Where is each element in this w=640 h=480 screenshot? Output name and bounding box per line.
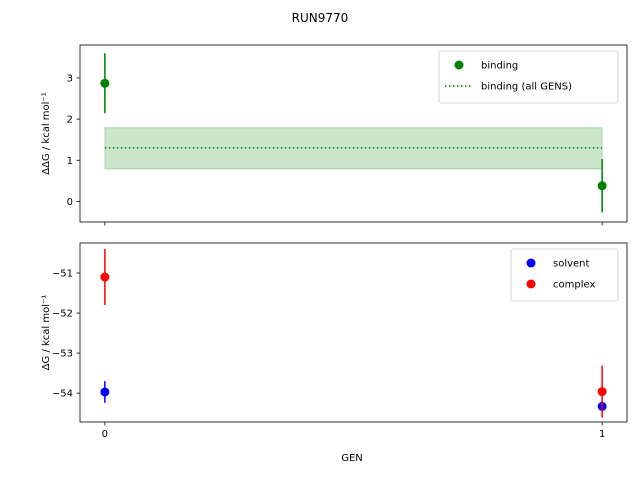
x-axis-label: GEN	[341, 453, 363, 464]
legend-label: solvent	[553, 259, 590, 270]
point-complex-1	[597, 387, 607, 397]
legend-label: complex	[553, 280, 595, 291]
ytick-label: 0	[67, 197, 73, 208]
y-axis-label-2: ΔG / kcal mol⁻¹	[41, 295, 52, 371]
axes-frame-2	[79, 242, 628, 423]
figure-title: RUN9770	[292, 11, 349, 25]
ytick-label: 3	[67, 73, 73, 84]
ytick-label: −51	[52, 269, 73, 280]
point-complex-0	[100, 272, 110, 282]
xtick-label: 0	[102, 429, 108, 440]
y-axis-label-1: ΔΔG / kcal mol⁻¹	[41, 92, 52, 174]
axes-frame-1	[79, 44, 628, 223]
xtick-label: 1	[599, 429, 605, 440]
legend-1: binding binding (all GENS)	[438, 50, 619, 104]
ytick-label: −53	[52, 349, 73, 360]
point-binding-0	[100, 78, 110, 88]
point-binding-1	[597, 181, 607, 191]
legend-label: binding (all GENS)	[481, 82, 572, 93]
legend-marker-binding	[454, 60, 464, 70]
legend-box	[510, 248, 619, 302]
legend-marker-solvent	[526, 258, 536, 268]
ytick-label: −54	[52, 389, 73, 400]
legend-box	[438, 50, 619, 104]
point-solvent-0	[100, 387, 110, 397]
legend-2: solvent complex	[510, 248, 619, 302]
legend-marker-complex	[526, 279, 536, 289]
panel-2: −54 −53 −52 −51 0 1 ΔG / kcal mol⁻¹ solvent comp…	[41, 242, 628, 440]
ytick-label: −52	[52, 309, 73, 320]
ytick-label: 2	[67, 115, 73, 126]
ytick-label: 1	[67, 156, 73, 167]
legend-label: binding	[481, 61, 518, 72]
